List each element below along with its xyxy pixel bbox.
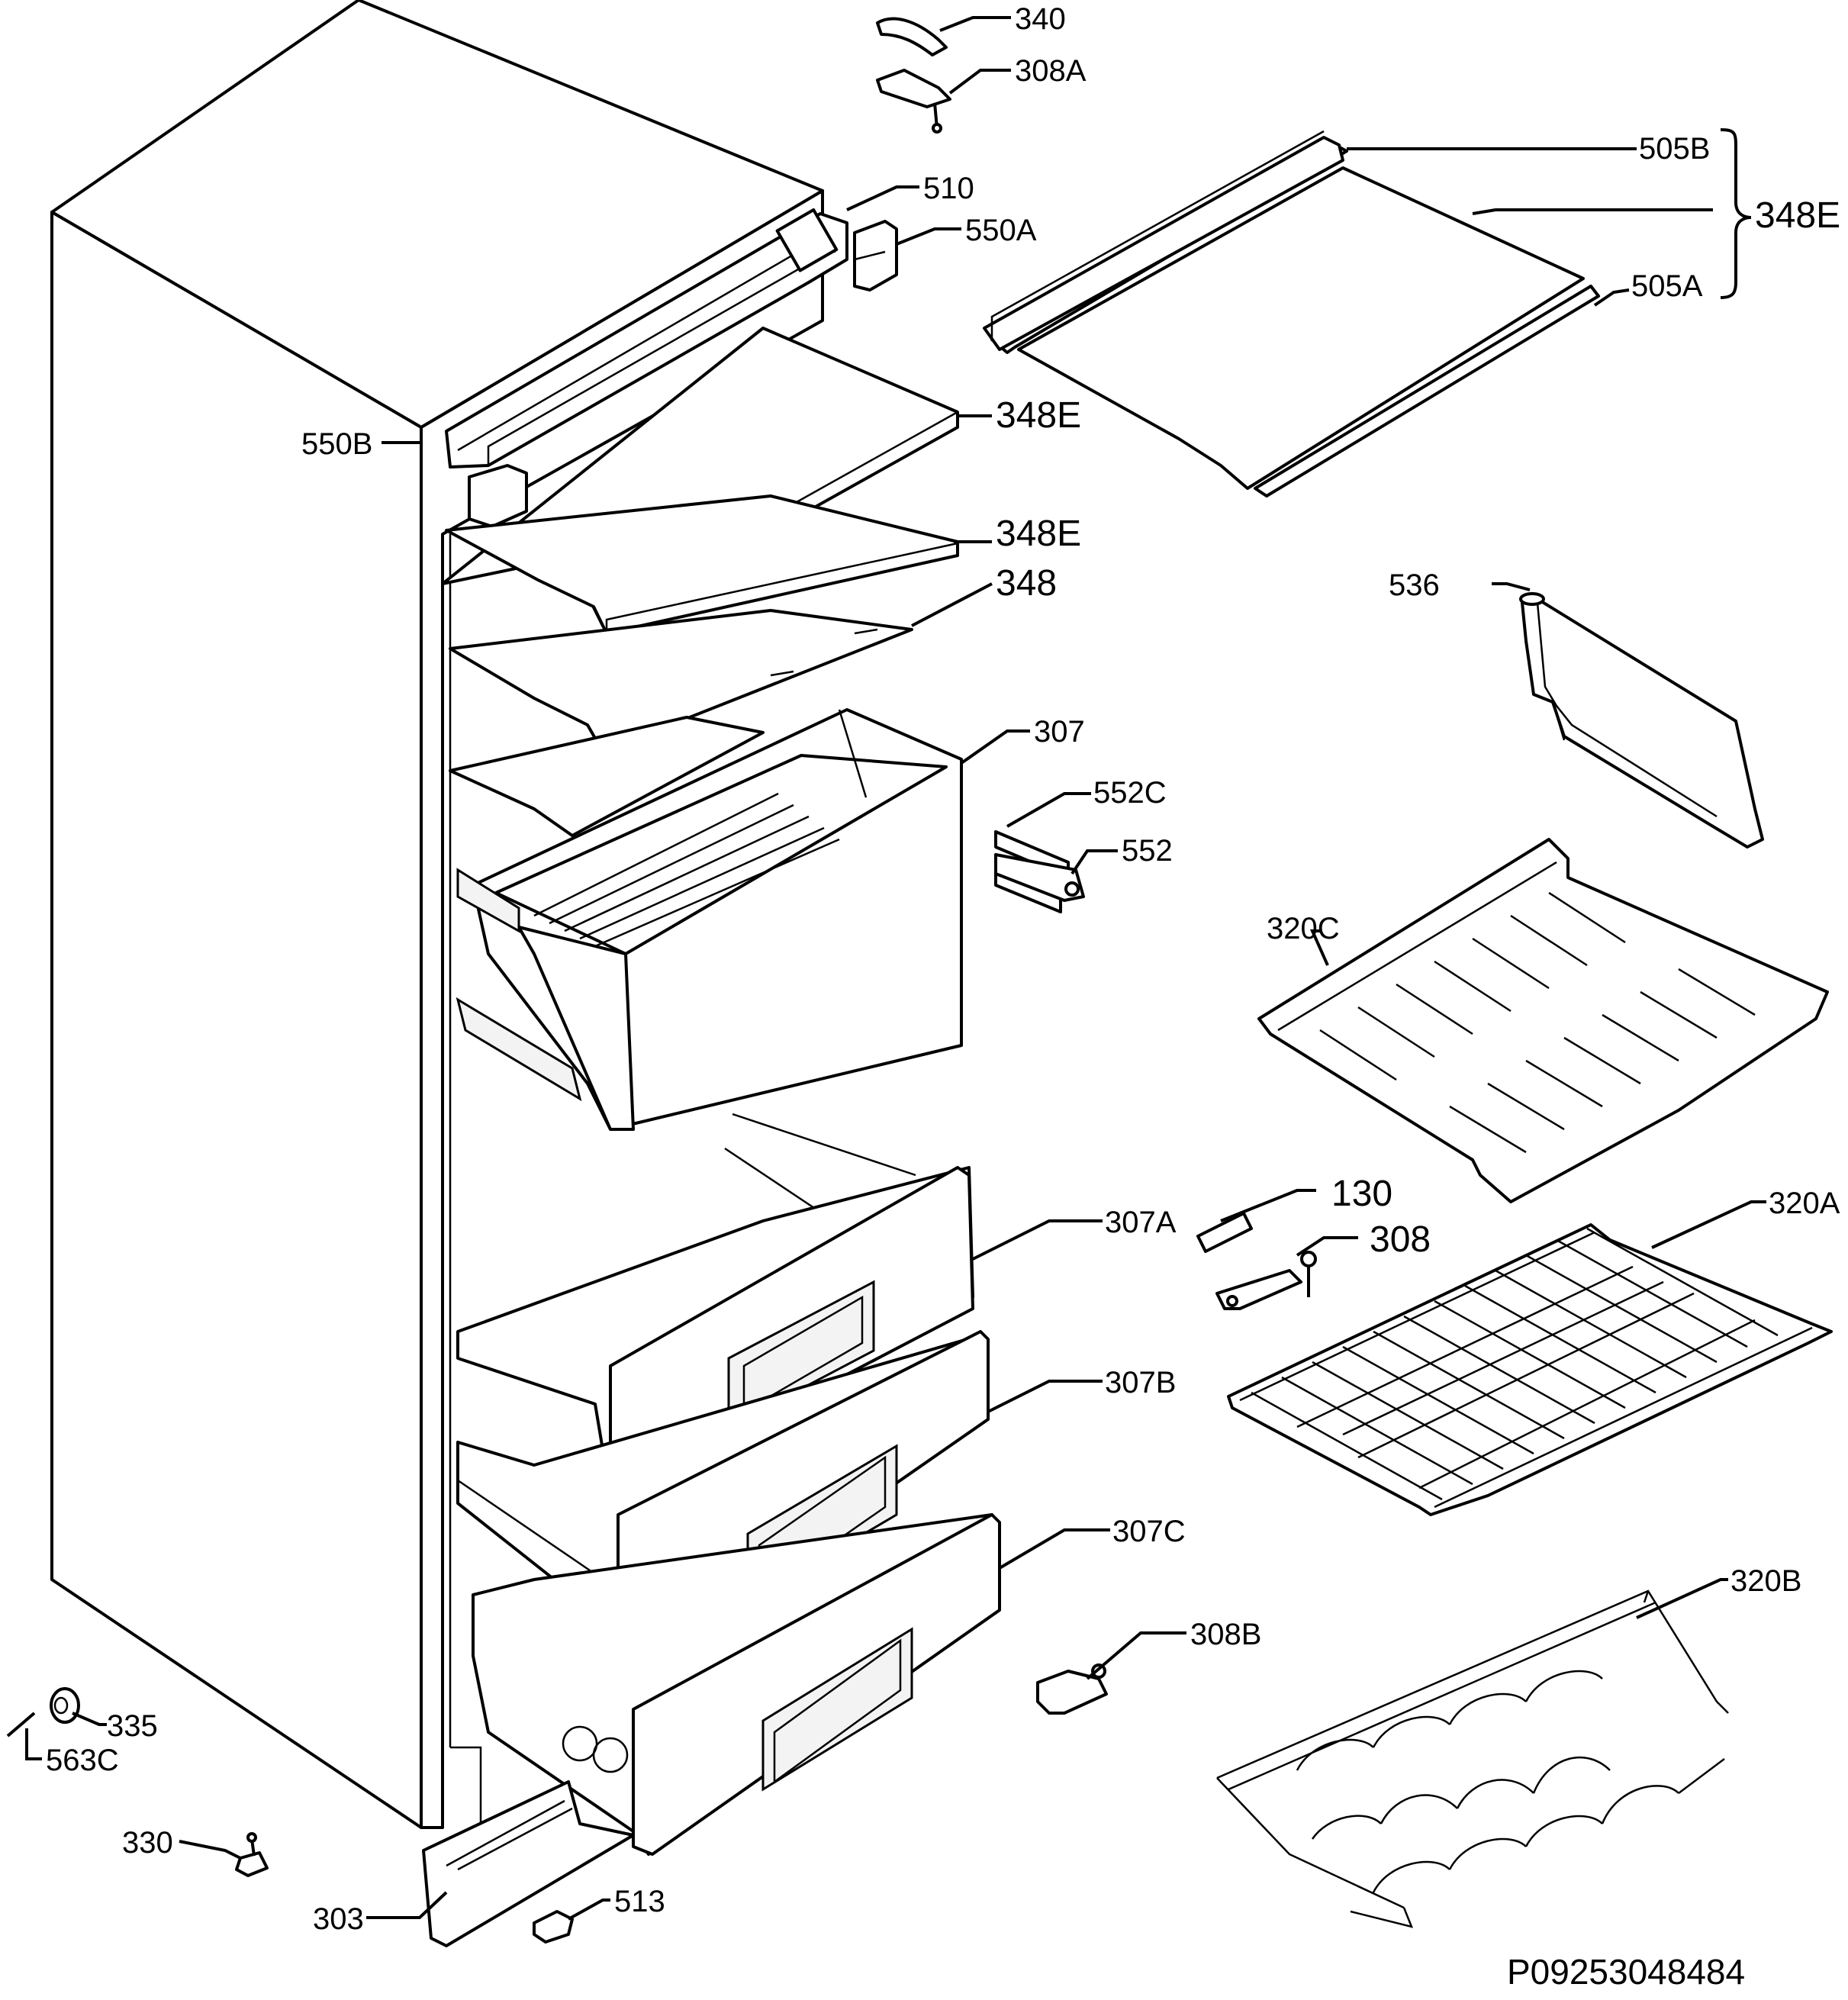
label-320a: 320A bbox=[1769, 1187, 1840, 1220]
label-320b: 320B bbox=[1730, 1564, 1801, 1598]
bottle-rack-320b bbox=[1216, 1589, 1729, 1928]
label-303: 303 bbox=[313, 1902, 364, 1936]
part-labels: 340 308A 510 550A 550B 505B 348E 505A 34… bbox=[46, 2, 1840, 1992]
label-330: 330 bbox=[122, 1826, 173, 1860]
label-550b: 550B bbox=[301, 427, 372, 461]
drawer-307a bbox=[456, 1113, 974, 1490]
glass-shelf-lower bbox=[449, 716, 765, 837]
glass-shelf-348e-second bbox=[445, 494, 959, 635]
hinge-308 bbox=[1215, 1251, 1317, 1310]
foot-330 bbox=[235, 1832, 269, 1877]
cabinet-body bbox=[50, 0, 824, 1829]
label-552: 552 bbox=[1122, 834, 1173, 868]
label-307: 307 bbox=[1034, 715, 1085, 749]
glass-shelf-348e-exploded bbox=[983, 130, 1600, 498]
leader-lines bbox=[25, 16, 1766, 1921]
bumper-550a bbox=[853, 220, 898, 291]
label-130: 130 bbox=[1331, 1174, 1392, 1214]
hinge-bar-552 bbox=[994, 853, 1085, 902]
label-348e-2: 348E bbox=[996, 514, 1081, 554]
foot-cap-335 bbox=[50, 1687, 80, 1724]
label-320c: 320C bbox=[1267, 912, 1340, 945]
label-563c: 563C bbox=[46, 1744, 119, 1777]
label-308b: 308B bbox=[1190, 1618, 1261, 1651]
label-550a: 550A bbox=[965, 214, 1037, 247]
label-340: 340 bbox=[1015, 2, 1066, 36]
label-307c: 307C bbox=[1112, 1515, 1186, 1548]
label-348e-group: 348E bbox=[1755, 195, 1840, 236]
bumper-550b bbox=[468, 464, 528, 528]
label-552c: 552C bbox=[1093, 776, 1167, 810]
label-335: 335 bbox=[107, 1709, 158, 1743]
label-307a: 307A bbox=[1105, 1206, 1177, 1239]
label-308: 308 bbox=[1370, 1219, 1431, 1260]
drawer-307 bbox=[456, 708, 963, 1131]
divider-536 bbox=[1519, 592, 1764, 849]
label-505a: 505A bbox=[1631, 269, 1703, 303]
part-340 bbox=[876, 17, 948, 56]
label-510: 510 bbox=[923, 172, 974, 205]
hinge-cover-510 bbox=[445, 208, 848, 469]
label-308a: 308A bbox=[1015, 54, 1087, 88]
label-536: 536 bbox=[1389, 568, 1440, 602]
bracket-130 bbox=[1196, 1212, 1253, 1253]
clip-513 bbox=[533, 1910, 574, 1944]
label-348: 348 bbox=[996, 563, 1057, 604]
wire-rungs bbox=[1251, 1227, 1779, 1501]
label-307b: 307B bbox=[1105, 1366, 1176, 1399]
tray-slots bbox=[1319, 891, 1756, 1154]
label-513: 513 bbox=[614, 1885, 665, 1918]
part-308a bbox=[876, 69, 951, 134]
pin-563c bbox=[6, 1712, 36, 1738]
drawer-307c bbox=[472, 1513, 1001, 1856]
kickplate-303 bbox=[422, 1780, 635, 1947]
label-348e-1: 348E bbox=[996, 395, 1081, 436]
label-505b: 505B bbox=[1639, 132, 1710, 166]
wire-shelf-320a bbox=[1227, 1223, 1833, 1516]
diagram-code: P09253048484 bbox=[1507, 1952, 1745, 1992]
tray-320c bbox=[1257, 838, 1829, 1203]
